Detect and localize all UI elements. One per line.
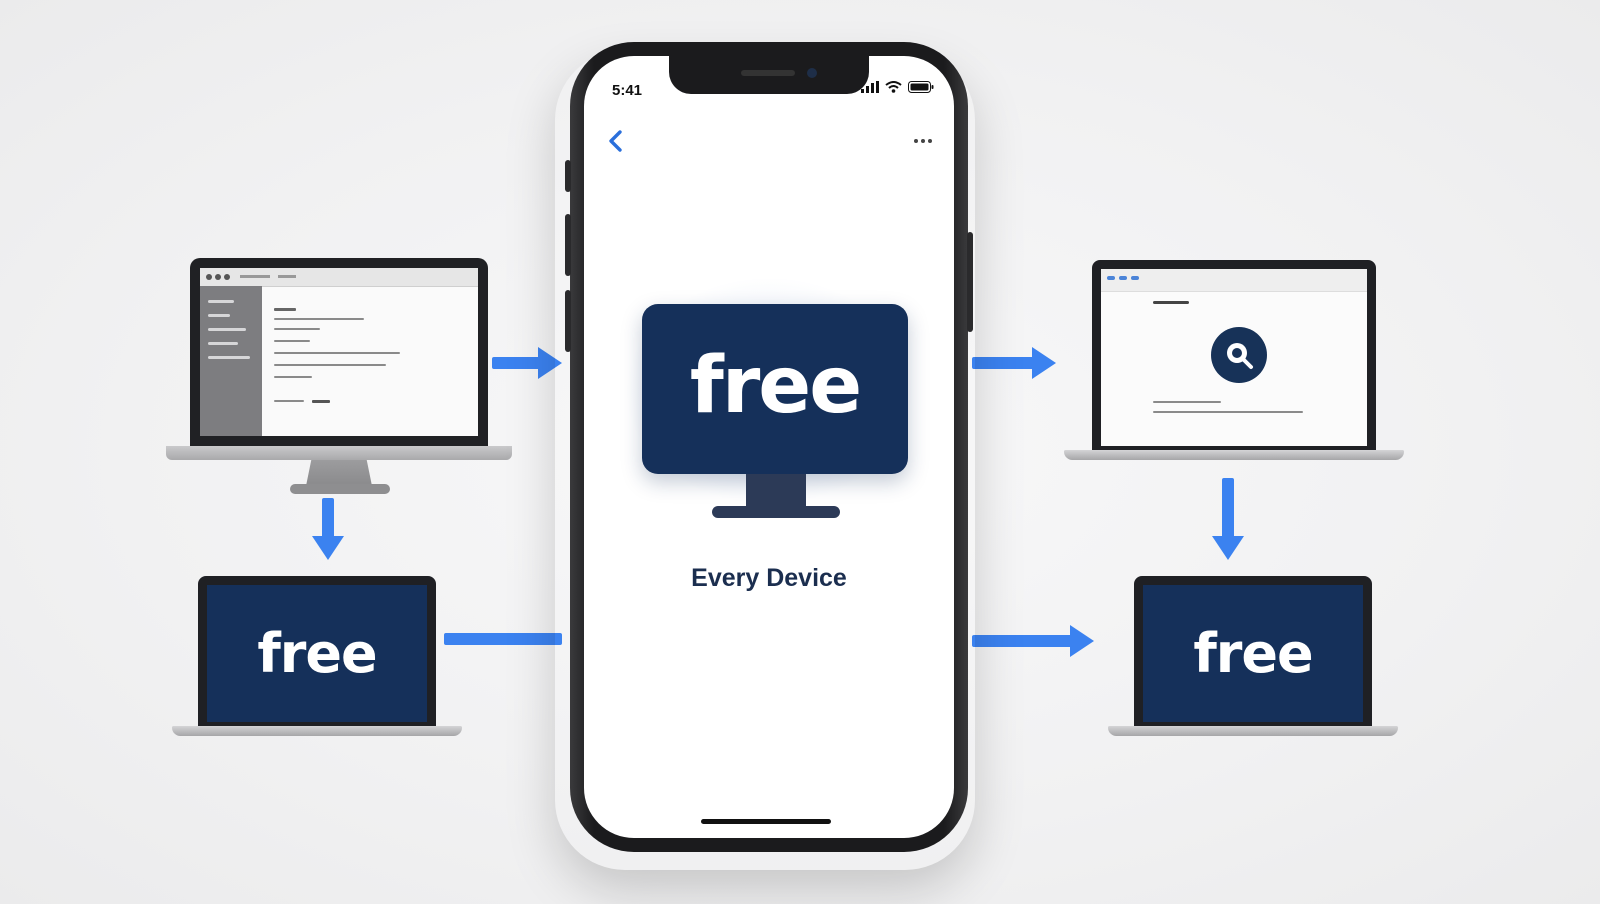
arrow-right-laptop-down [1212, 478, 1244, 560]
status-bar-time: 5:41 [612, 82, 643, 99]
laptop-bottom-right-base [1108, 726, 1398, 736]
window-content [262, 286, 478, 436]
window-sidebar [200, 286, 262, 436]
more-options-button[interactable] [908, 126, 938, 156]
laptop-bottom-left: free [198, 576, 436, 726]
laptop-top-right [1092, 260, 1376, 450]
phone-screen: 5:41 [584, 56, 954, 838]
app-logo-text: free [689, 341, 862, 431]
laptop-free-logo: free [257, 622, 377, 685]
laptop-free-screen: free [1143, 585, 1363, 722]
chevron-left-icon [602, 130, 632, 160]
status-bar-icons [861, 80, 934, 98]
laptop-browser-screen [1101, 269, 1367, 446]
home-indicator[interactable] [701, 819, 831, 824]
browser-tab-bar [1101, 269, 1367, 292]
laptop-top-right-base [1064, 450, 1404, 460]
cellular-signal-icon [861, 80, 879, 98]
battery-icon [908, 80, 934, 98]
search-magnifier-icon [1211, 327, 1267, 383]
phone-power-button[interactable] [967, 232, 973, 332]
laptop-bottom-left-base [172, 726, 462, 736]
arrow-phone-to-right-free-laptop [972, 625, 1094, 657]
arrow-monitor-to-phone [492, 347, 562, 379]
arrow-monitor-down [312, 498, 344, 560]
back-button[interactable] [602, 126, 632, 156]
desktop-monitor [190, 258, 488, 446]
phone-volume-down-button[interactable] [565, 290, 571, 352]
front-camera [807, 68, 817, 78]
monitor-stand-base [290, 484, 390, 494]
desktop-screen [200, 268, 478, 436]
laptop-free-screen: free [207, 585, 427, 722]
tagline: Every Device [691, 564, 847, 592]
app-logo-monitor: free [642, 304, 908, 474]
laptop-free-logo: free [1193, 622, 1313, 685]
phone-volume-up-button[interactable] [565, 214, 571, 276]
app-logo-monitor-neck [746, 474, 806, 508]
monitor-chin [166, 446, 512, 460]
window-titlebar [200, 268, 478, 287]
phone-notch [669, 56, 869, 94]
arrow-phone-to-right-laptop [972, 347, 1056, 379]
more-dots-icon [914, 139, 932, 143]
arrow-laptop-to-phone [444, 633, 562, 645]
phone-mute-switch [565, 160, 571, 192]
app-logo-monitor-base [712, 506, 840, 518]
laptop-bottom-right: free [1134, 576, 1372, 726]
wifi-icon [885, 80, 902, 98]
monitor-stand-neck [306, 460, 372, 486]
